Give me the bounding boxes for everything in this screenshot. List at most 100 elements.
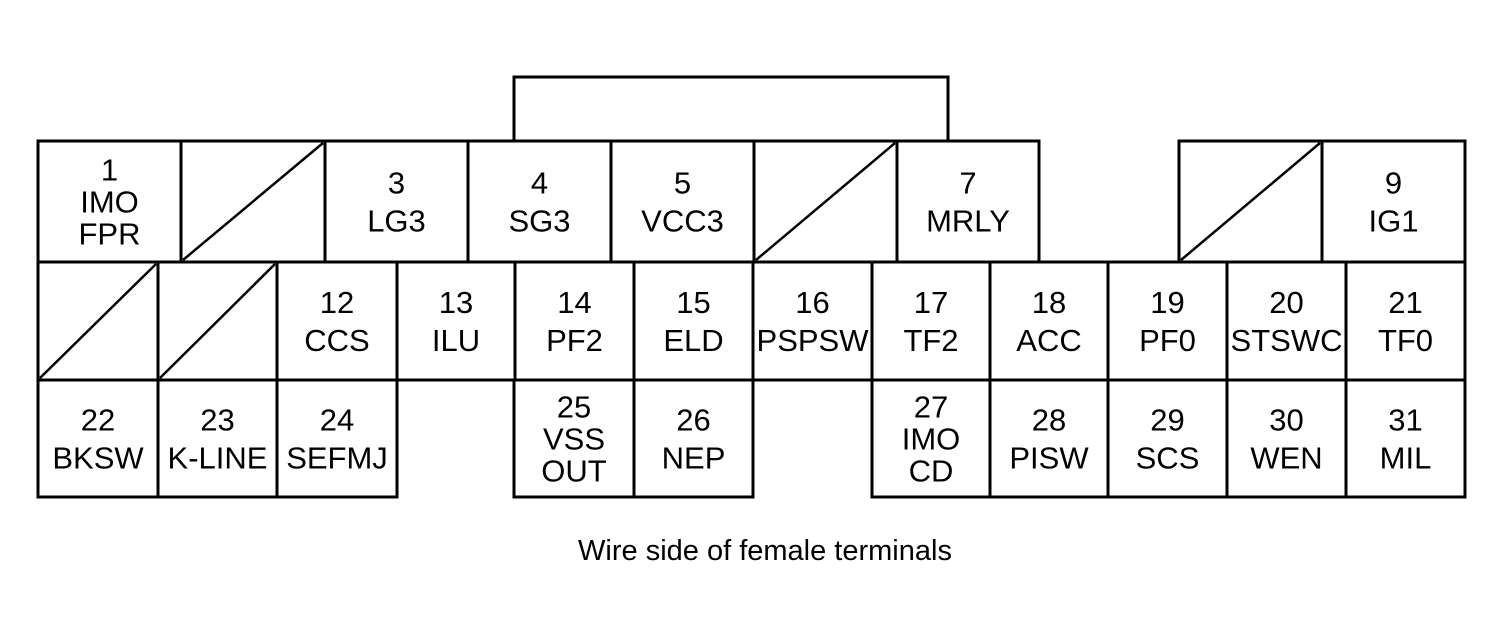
terminal-number: 28: [1032, 403, 1066, 438]
terminal-signal-label: NEP: [662, 441, 726, 476]
terminal-cell: [1106, 260, 1229, 382]
terminal-signal-label: TF0: [1378, 323, 1433, 358]
terminal-number: 21: [1388, 285, 1422, 320]
terminal-number: 23: [200, 403, 234, 438]
terminal-signal-label: CD: [909, 454, 954, 489]
terminal-cell: [870, 378, 992, 499]
terminal-signal-label: BKSW: [52, 441, 144, 476]
terminal-number: 31: [1388, 403, 1422, 438]
terminal-number: 29: [1150, 403, 1184, 438]
terminal-p10: [36, 260, 160, 382]
terminal-signal-label: VSS: [543, 422, 605, 457]
terminal-p2: [179, 139, 327, 264]
terminal-cell: [632, 260, 755, 382]
terminal-p23: 23K-LINE: [156, 378, 279, 499]
terminal-cell: [1225, 260, 1348, 382]
terminal-signal-label: ELD: [663, 323, 723, 358]
terminal-cell: [609, 139, 756, 264]
terminal-signal-label: FPR: [79, 217, 141, 252]
terminal-signal-label: ILU: [432, 323, 480, 358]
terminal-cell: [988, 260, 1110, 382]
terminal-number: 12: [320, 285, 354, 320]
terminal-p6: [752, 139, 899, 264]
terminal-signal-label: IMO: [80, 185, 139, 220]
terminal-number: 15: [676, 285, 710, 320]
terminal-cell: [1320, 139, 1467, 264]
terminal-signal-label: TF2: [903, 323, 958, 358]
terminal-cell: [512, 378, 636, 499]
terminal-signal-label: WEN: [1250, 441, 1322, 476]
terminal-signal-label: MIL: [1380, 441, 1432, 476]
terminal-signal-label: SEFMJ: [286, 441, 388, 476]
terminal-number: 9: [1385, 166, 1402, 201]
terminal-cell: [895, 139, 1041, 264]
terminal-signal-label: MRLY: [926, 204, 1010, 239]
terminal-number: 20: [1269, 285, 1303, 320]
terminal-number: 30: [1269, 403, 1303, 438]
terminal-cell: [1106, 378, 1229, 499]
terminal-number: 25: [557, 390, 591, 425]
terminal-cell: [632, 378, 755, 499]
unused-terminal-slash: [182, 142, 324, 261]
diagram-caption: Wire side of female terminals: [578, 535, 952, 567]
unused-terminal-slash: [39, 263, 157, 379]
terminal-number: 17: [914, 285, 948, 320]
unused-terminal-slash: [159, 263, 276, 379]
terminal-number: 7: [959, 166, 976, 201]
terminal-number: 16: [795, 285, 829, 320]
terminal-signal-label: K-LINE: [168, 441, 268, 476]
terminal-cell: [323, 139, 470, 264]
terminal-number: 14: [557, 285, 591, 320]
terminal-cell: [988, 378, 1110, 499]
terminal-signal-label: IG1: [1369, 204, 1419, 239]
terminal-signal-label: VCC3: [641, 204, 724, 239]
terminal-cell: [275, 260, 399, 382]
terminal-number: 4: [531, 166, 548, 201]
terminal-p11: [156, 260, 279, 382]
terminal-cell: [1225, 378, 1348, 499]
terminal-cell: [466, 139, 613, 264]
unused-terminal-slash: [1180, 142, 1321, 261]
terminal-number: 19: [1150, 285, 1184, 320]
terminal-cell: [395, 260, 517, 382]
terminal-signal-label: SCS: [1136, 441, 1200, 476]
terminal-number: 26: [676, 403, 710, 438]
terminal-signal-label: ACC: [1016, 323, 1081, 358]
terminal-cell: [36, 378, 160, 499]
terminal-number: 18: [1032, 285, 1066, 320]
terminal-number: 1: [101, 153, 118, 188]
terminal-number: 27: [914, 390, 948, 425]
terminal-number: 24: [320, 403, 354, 438]
terminal-cell: [870, 260, 992, 382]
terminal-number: 13: [439, 285, 473, 320]
terminal-signal-label: CCS: [304, 323, 369, 358]
terminal-number: 3: [388, 166, 405, 201]
terminal-signal-label: SG3: [508, 204, 570, 239]
terminal-signal-label: PSPSW: [757, 323, 870, 358]
terminal-cell: [275, 378, 399, 499]
terminal-cell: [156, 378, 279, 499]
terminal-signal-label: PF2: [546, 323, 603, 358]
